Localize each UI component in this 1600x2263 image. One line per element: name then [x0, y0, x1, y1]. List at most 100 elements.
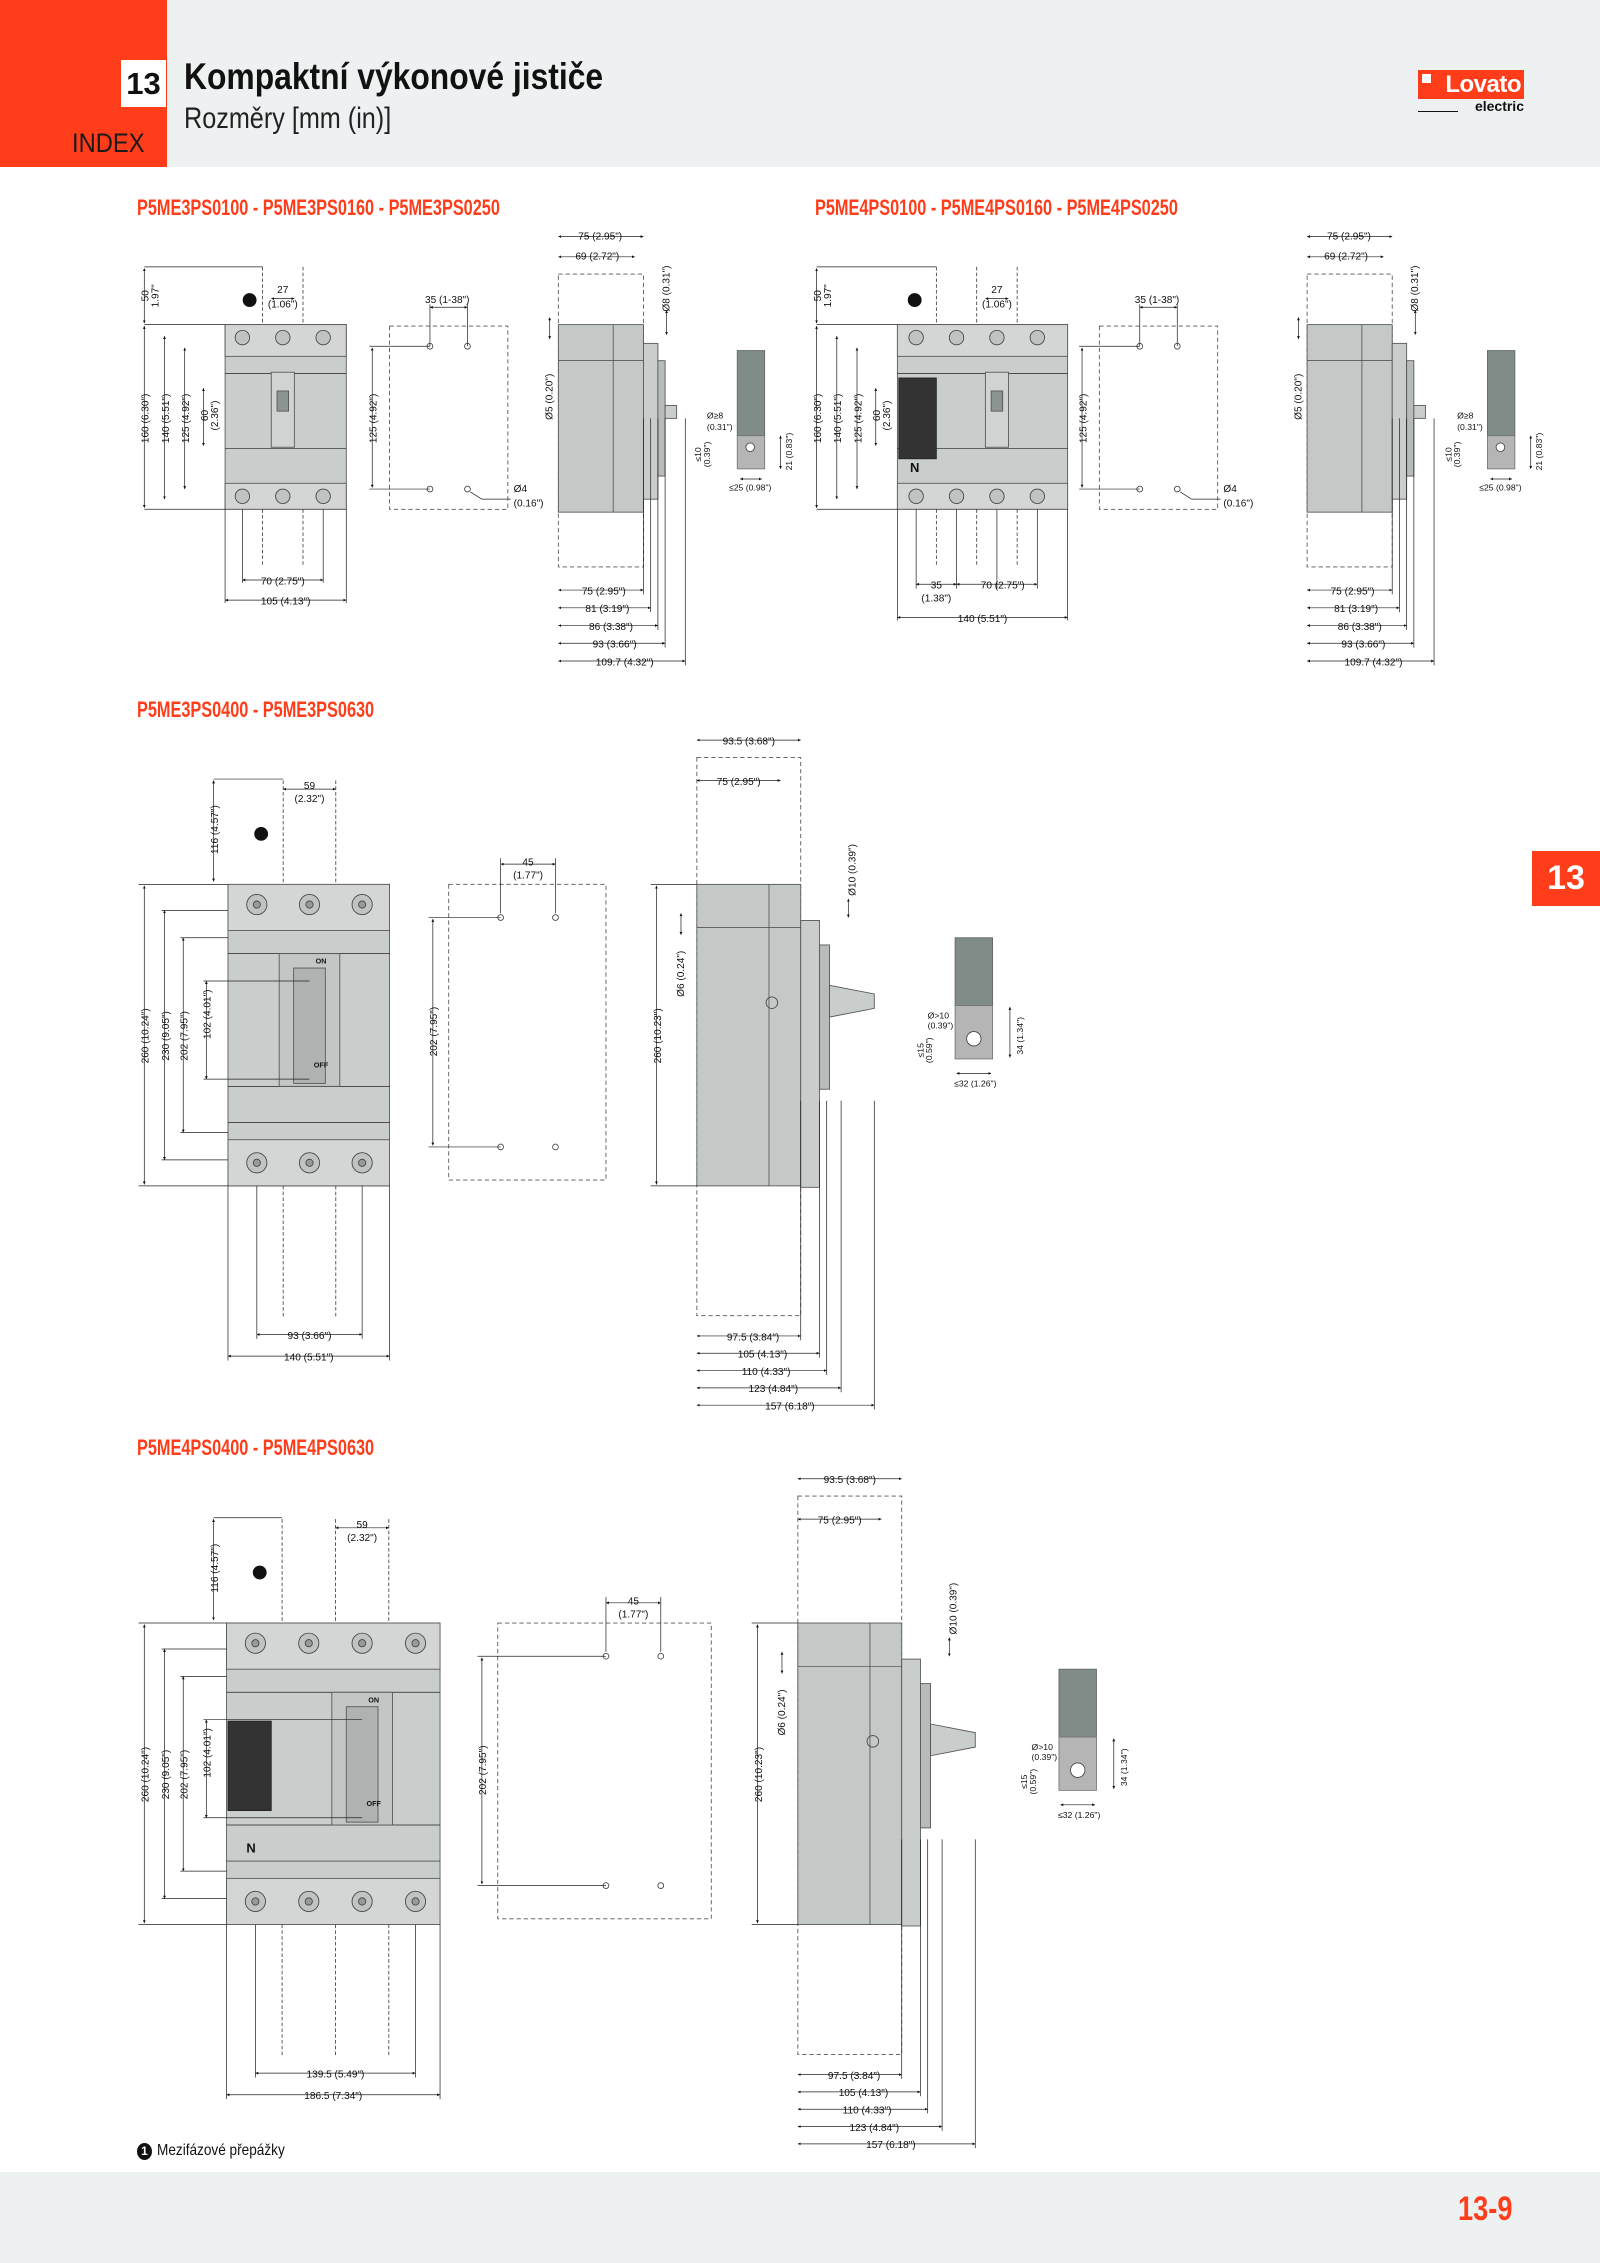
index-link[interactable]: INDEX	[72, 128, 145, 158]
dimension-label: 123 (4.84")	[850, 2123, 900, 2134]
dimension-label: 109.7 (4.32")	[596, 657, 654, 668]
terminal	[275, 488, 291, 504]
side-body	[1306, 324, 1393, 513]
terminal	[315, 329, 331, 346]
logo-square-icon	[1422, 74, 1431, 83]
terminal	[251, 1639, 260, 1648]
dimension-label: ≤32 (1.26")	[1058, 1810, 1101, 1820]
dimension-label: 105 (4.13")	[738, 1350, 788, 1361]
dimension-label: (0.59")	[924, 1037, 934, 1063]
dimension-label: ≤32 (1.26")	[954, 1078, 997, 1088]
dimension-label: Ø4	[514, 484, 528, 495]
note-marker-icon	[252, 1565, 267, 1580]
handle-plate	[657, 360, 666, 477]
section-title-2: P5ME4PS0100 - P5ME4PS0160 - P5ME4PS0250	[815, 195, 1178, 220]
operating-handle	[293, 967, 326, 1084]
footnote-text: Mezifázové přepážky	[157, 2142, 285, 2159]
mounting-hole	[464, 485, 471, 493]
dimension-label: 34 (1.34")	[1119, 1748, 1129, 1786]
busbar-detail-3: Ø>10(0.39") ≤15(0.59") 34 (1.34") ≤32 (1.26…	[915, 937, 1025, 1088]
dimension-label: 60	[200, 409, 211, 421]
dimension-label: 81 (3.19")	[1334, 604, 1378, 615]
terminal	[305, 900, 314, 909]
terminal	[234, 329, 251, 346]
dimension-label: 123 (4.84")	[749, 1384, 799, 1395]
dimension-label: 93 (3.66")	[593, 640, 637, 651]
terminal	[948, 488, 965, 504]
dimension-label: 35	[931, 581, 943, 592]
terminal	[358, 1897, 367, 1906]
dimension-label: 109.7 (4.32")	[1344, 657, 1402, 668]
dimension-label: 35 (1-38")	[425, 295, 469, 306]
operating-handle	[345, 1706, 379, 1823]
dimension-label: 75 (2.95")	[818, 1515, 862, 1526]
dimension-label: (1.06")	[982, 299, 1012, 310]
dimension-label: 97.5 (3.84")	[828, 2071, 880, 2082]
page-title: Kompaktní výkonové jističe	[184, 56, 604, 97]
dimension-label: Ø>10	[1032, 1742, 1054, 1752]
chapter-number: 13	[121, 60, 166, 107]
dimension-label: 110 (4.33")	[742, 1367, 791, 1378]
dimension-label: 70 (2.75")	[261, 576, 305, 587]
dimension-label: 202 (7.95")	[180, 1011, 191, 1061]
dimension-label: ≤15	[915, 1043, 925, 1058]
chapter-side-tab[interactable]: 13	[1532, 851, 1600, 906]
mounting-template-3: 45(1.77")202 (7.95")	[428, 858, 607, 1181]
handle-pin	[664, 404, 678, 419]
terminal	[948, 329, 965, 346]
dimension-label: ≤15	[1019, 1774, 1029, 1789]
busbar	[954, 937, 994, 1006]
dimension-label: 125 (4.92")	[369, 394, 380, 444]
drilling-template-outline	[448, 883, 607, 1181]
terminal	[411, 1639, 420, 1648]
dimension-label: Ø6 (0.24")	[676, 951, 687, 997]
dimension-label: (0.16")	[514, 498, 544, 509]
terminal	[305, 1158, 314, 1167]
mounting-hole	[1173, 485, 1181, 493]
dimension-label: (0.39")	[928, 1021, 954, 1031]
busbar-hole	[745, 442, 755, 452]
dimension-label: 75 (2.95")	[1331, 586, 1375, 597]
note-marker-number: 1	[247, 296, 252, 306]
mounting-hole	[657, 1882, 665, 1889]
busbar-lug	[736, 435, 766, 470]
dimension-label: 86 (3.38")	[1338, 622, 1382, 633]
dimension-label: Ø>10	[928, 1011, 950, 1021]
terminal	[1029, 329, 1045, 346]
dimension-label: 160 (6.30")	[141, 394, 152, 444]
dimension-label: (1.77")	[618, 1609, 648, 1620]
mounting-template-2: 35 (1-38")125 (4.92")Ø4(0.16")	[1078, 295, 1253, 510]
terminal	[411, 1897, 420, 1906]
neutral-grille	[898, 377, 937, 460]
dimension-label: 59	[357, 1520, 369, 1531]
dimension-label: 140 (5.51")	[161, 394, 172, 444]
dimension-label: ≤10	[693, 447, 703, 462]
logo-subtitle: electric	[1474, 98, 1524, 114]
dimension-label: 230 (9.05")	[161, 1011, 172, 1061]
dimension-label: Ø≥8	[1457, 410, 1473, 420]
dimension-label: (1.06")	[268, 299, 298, 310]
dimension-label: 1.97"	[823, 284, 834, 308]
terminal	[989, 329, 1005, 346]
dimension-label: 202 (7.95")	[429, 1007, 440, 1057]
dimension-label: 34 (1.34")	[1015, 1017, 1025, 1055]
dimension-label: 116 (4.57")	[210, 1544, 221, 1593]
dimension-label: 125 (4.92")	[853, 394, 864, 444]
side-view-2: 75 (2.95")69 (2.72")Ø8 (0.31")Ø5 (0.20")…	[1293, 231, 1435, 668]
dimension-label: 230 (9.05")	[161, 1750, 172, 1800]
dimension-label: Ø8 (0.31")	[661, 265, 672, 311]
dimension-label: 59	[304, 781, 316, 792]
dimension-label: (0.16")	[1223, 498, 1253, 509]
terminal	[304, 1639, 313, 1648]
terminal	[234, 488, 251, 504]
dimension-label: (2.32")	[347, 1533, 377, 1544]
dimension-label: 160 (6.30")	[813, 394, 824, 444]
footnote: 1 Mezifázové přepážky	[137, 2142, 307, 2160]
dimension-label: (0.31")	[1457, 422, 1483, 432]
terminal	[251, 1897, 260, 1906]
dimension-label: 93.5 (3.68")	[824, 1475, 876, 1486]
page-number: 13-9	[1458, 2190, 1513, 2228]
